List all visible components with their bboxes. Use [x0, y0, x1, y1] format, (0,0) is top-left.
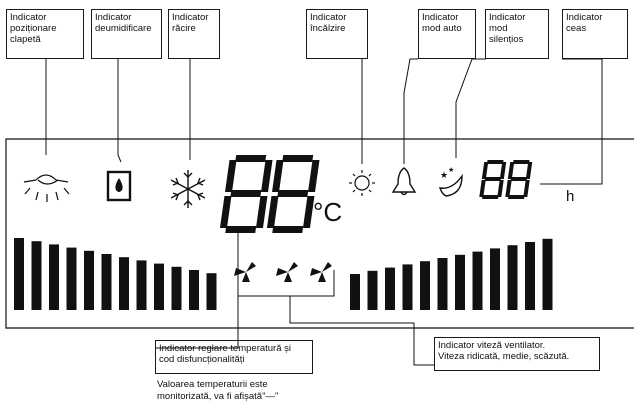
- right-bar-segment: [350, 274, 360, 310]
- label-silent-line3: silențios: [489, 34, 524, 45]
- right-bar-graph: [350, 238, 553, 310]
- label-flap-line1: Indicator: [10, 12, 47, 23]
- left-bar-segment: [31, 241, 42, 310]
- label-silent-line1: Indicator: [489, 12, 526, 23]
- display-frame: [5, 138, 634, 329]
- label-dehumidify-line1: Indicator: [95, 12, 132, 23]
- label-silent-line2: mod: [489, 23, 508, 34]
- right-bar-segment: [455, 254, 465, 310]
- note-line1: Valoarea temperaturii este: [157, 379, 268, 390]
- label-clock: Indicator ceas: [562, 9, 628, 59]
- label-fan-line1: Indicator viteză ventilator.: [438, 340, 546, 351]
- temp-digit-2: [266, 155, 320, 233]
- right-bar-segment: [402, 264, 413, 310]
- left-bar-segment: [66, 247, 77, 310]
- svg-text:★: ★: [448, 166, 454, 174]
- svg-text:★: ★: [440, 171, 448, 181]
- left-bar-graph: [14, 238, 217, 310]
- label-cooling-line1: Indicator: [172, 12, 209, 23]
- fan-icon-low: [234, 262, 256, 282]
- clock-digit-1: [479, 160, 507, 199]
- left-bar-segment: [119, 257, 129, 310]
- right-bar-segment: [490, 248, 500, 310]
- left-bar-segment: [136, 260, 147, 310]
- right-bar-segment: [542, 238, 553, 310]
- left-bar-segment: [14, 238, 24, 310]
- right-bar-segment: [472, 251, 483, 310]
- left-bar-segment: [101, 254, 112, 310]
- label-fan-speed: Indicator viteză ventilator. Viteza ridi…: [434, 337, 600, 371]
- temperature-unit: °C: [313, 197, 343, 227]
- moon-stars-icon: ★ ★: [438, 166, 463, 197]
- dehumidify-icon: [106, 170, 132, 202]
- fan-icon-medium: [276, 262, 298, 282]
- label-silent-mode: Indicator mod silențios: [485, 9, 549, 59]
- label-clock-line2: ceas: [566, 23, 587, 34]
- snowflake-icon: [170, 170, 206, 208]
- label-auto-mode: Indicator mod auto: [418, 9, 476, 59]
- label-flap-position: Indicator poziționare clapetă: [6, 9, 84, 59]
- left-bar-segment: [49, 244, 59, 310]
- label-auto-line1: Indicator: [422, 12, 459, 23]
- left-bar-segment: [171, 266, 182, 310]
- bell-icon: [391, 167, 417, 196]
- right-bar-segment: [420, 261, 430, 310]
- left-bar-segment: [84, 250, 94, 310]
- label-temp-line2: cod disfuncționalități: [159, 354, 245, 365]
- label-cooling: Indicator răcire: [168, 9, 220, 59]
- temp-digit-1: [219, 155, 273, 233]
- label-flap-line3: clapetă: [10, 34, 41, 45]
- sun-icon: [349, 170, 375, 196]
- left-bar-segment: [189, 270, 199, 310]
- label-heating: Indicator încălzire: [306, 9, 368, 59]
- label-fan-line2: Viteza ridicată, medie, scăzută.: [438, 351, 570, 362]
- flap-icon: [23, 174, 70, 202]
- clock-unit: h: [566, 188, 575, 205]
- left-bar-segment: [154, 263, 164, 310]
- right-bar-segment: [367, 270, 378, 310]
- fan-icon: [234, 262, 332, 282]
- right-bar-segment: [525, 242, 535, 310]
- temperature-digits: [219, 155, 320, 233]
- label-heating-line1: Indicator: [310, 12, 347, 23]
- right-bar-segment: [437, 258, 448, 310]
- label-clock-line1: Indicator: [566, 12, 603, 23]
- fan-icon-high: [310, 262, 332, 282]
- clock-digits: [479, 160, 533, 199]
- label-heating-line2: încălzire: [310, 23, 346, 34]
- clock-digit-2: [505, 160, 533, 199]
- label-flap-line2: poziționare: [10, 23, 57, 34]
- temperature-note: Valoarea temperaturii este monitorizată,…: [157, 379, 278, 403]
- label-cooling-line2: răcire: [172, 23, 196, 34]
- left-bar-segment: [206, 273, 217, 310]
- right-bar-segment: [385, 267, 395, 310]
- label-dehumidify: Indicator deumidificare: [91, 9, 162, 59]
- label-dehumidify-line2: deumidificare: [95, 23, 152, 34]
- label-auto-line2: mod auto: [422, 23, 462, 34]
- right-bar-segment: [507, 245, 518, 310]
- note-line2: monitorizată, va fi afișată"—": [157, 391, 279, 402]
